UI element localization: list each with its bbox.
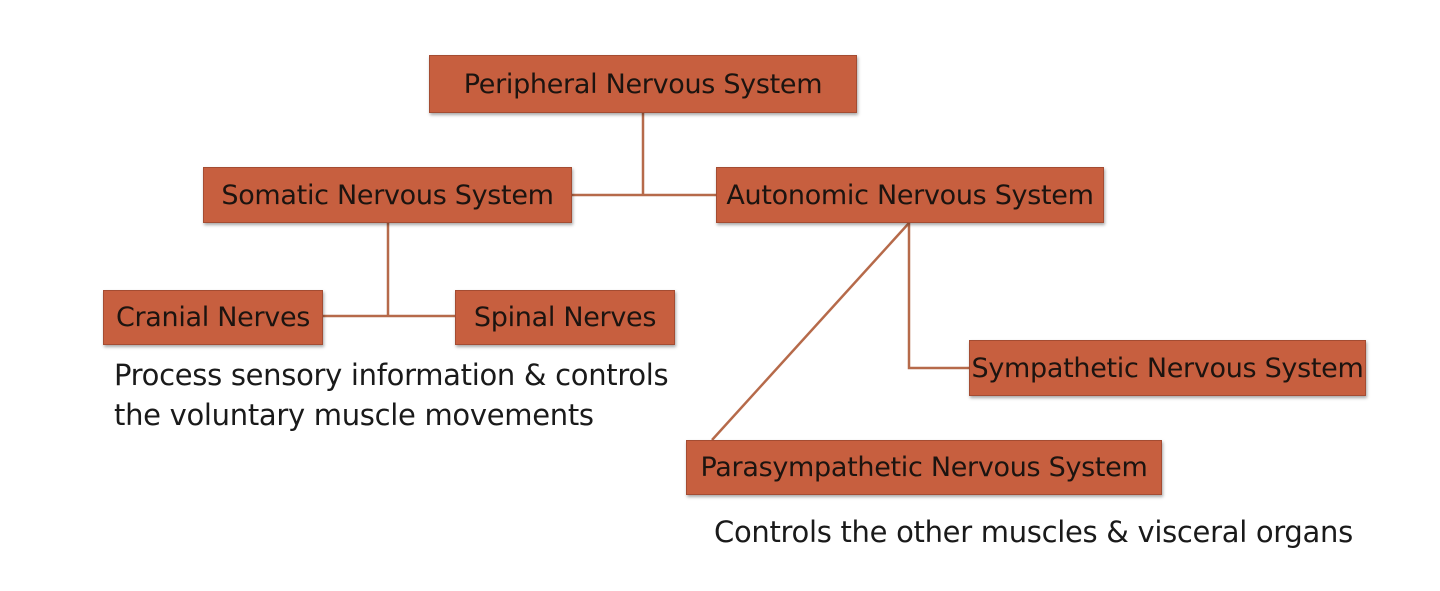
autonomic-nervous-system-box: Autonomic Nervous System — [716, 167, 1104, 223]
somatic-description-line-1: Process sensory information & controls — [114, 358, 669, 392]
autonomic-description: Controls the other muscles & visceral or… — [714, 515, 1353, 549]
peripheral-nervous-system-box: Peripheral Nervous System — [429, 55, 857, 113]
spinal-nerves-box: Spinal Nerves — [455, 290, 675, 345]
cranial-nerves-box: Cranial Nerves — [103, 290, 323, 345]
somatic-description: Process sensory information & controls t… — [114, 355, 674, 435]
somatic-nervous-system-box: Somatic Nervous System — [203, 167, 572, 223]
somatic-description-line-2: the voluntary muscle movements — [114, 398, 594, 432]
connector-autonomic-parasympathetic — [711, 222, 910, 441]
parasympathetic-nervous-system-box: Parasympathetic Nervous System — [686, 440, 1162, 495]
connector-autonomic-sympathetic — [907, 223, 969, 370]
sympathetic-nervous-system-box: Sympathetic Nervous System — [969, 340, 1366, 396]
